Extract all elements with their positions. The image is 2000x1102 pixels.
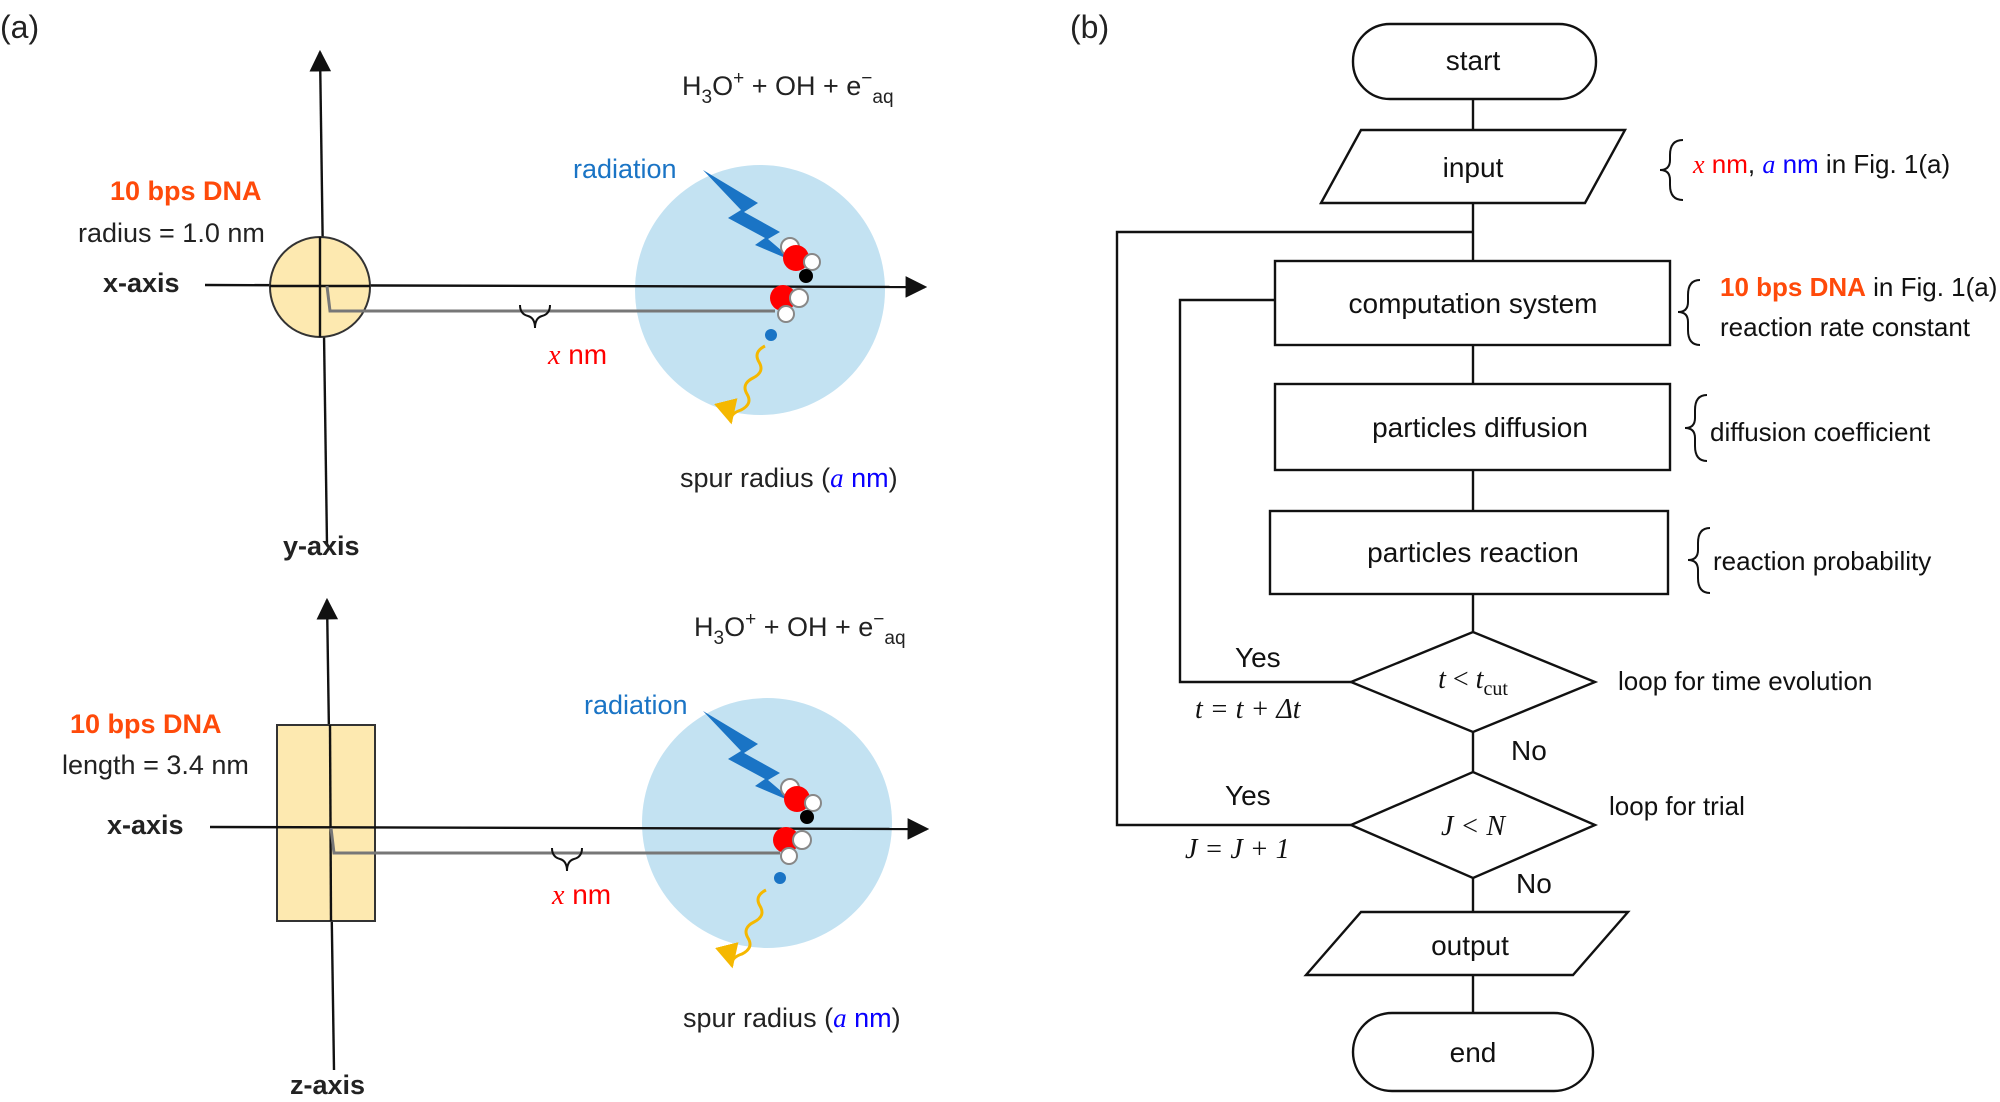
photon-wave-icon	[714, 344, 766, 425]
spur-sphere	[642, 698, 892, 948]
radiation-bolt-icon	[703, 170, 795, 262]
panel-a-label: (a)	[0, 9, 39, 45]
computation-box	[1273, 259, 1672, 347]
x-axis-label: x-axis	[107, 810, 184, 840]
input-brace	[1659, 139, 1684, 201]
trial-loop-label: loop for trial	[1609, 791, 1745, 821]
species-label: H3O+ + OH + e−aq	[694, 609, 906, 649]
trial-decision-diamond	[1347, 770, 1599, 880]
time-decision-label: t < tcut	[1438, 664, 1508, 700]
spur-sphere	[635, 165, 885, 415]
no-time-label: No	[1511, 735, 1547, 766]
dna-radius: radius = 1.0 nm	[78, 218, 265, 248]
computation-note-line2: reaction rate constant	[1720, 312, 1971, 342]
time-loop-label: loop for time evolution	[1618, 666, 1872, 696]
distance-line	[329, 827, 780, 855]
yes-trial-label: Yes	[1225, 780, 1271, 811]
x-axis-line	[209, 818, 930, 840]
solvated-electron-dot	[765, 329, 777, 341]
oxygen-atom	[783, 245, 809, 271]
time-update-label: t = t + Δt	[1195, 694, 1302, 725]
diffusion-box	[1273, 382, 1672, 472]
no-trial-label: No	[1516, 868, 1552, 899]
panel-a-top: x nm 10 bps DNA radius = 1.0 nm x-axis y…	[78, 49, 928, 561]
output-label: output	[1431, 930, 1509, 961]
yes-time-label: Yes	[1235, 642, 1281, 673]
z-axis-label: z-axis	[290, 1070, 365, 1097]
radiation-label: radiation	[584, 690, 688, 720]
output-parallelogram	[1303, 910, 1631, 977]
photon-wave-icon	[715, 888, 767, 969]
dna-rectangle	[276, 724, 376, 922]
spur-radius-label: spur radius (a nm)	[683, 1003, 901, 1033]
time-loop-line	[1178, 298, 1351, 684]
start-label: start	[1446, 45, 1501, 76]
input-note: x nm, a nm in Fig. 1(a)	[1692, 149, 1950, 179]
computation-label: computation system	[1349, 288, 1598, 319]
diffusion-brace	[1684, 394, 1708, 462]
diffusion-note: diffusion coefficient	[1710, 417, 1931, 447]
panel-a-bottom: x nm 10 bps DNA length = 3.4 nm x-axis z…	[62, 597, 930, 1100]
input-label: input	[1443, 152, 1504, 183]
y-axis-label: y-axis	[283, 531, 360, 561]
radiation-label: radiation	[573, 154, 677, 184]
trial-decision-label: J < N	[1441, 811, 1506, 842]
reaction-note: reaction probability	[1713, 546, 1931, 576]
reaction-brace	[1687, 527, 1711, 594]
trial-loop-line	[1115, 230, 1473, 827]
time-decision-diamond	[1347, 630, 1599, 734]
computation-brace	[1677, 279, 1701, 346]
species-label: H3O+ + OH + e−aq	[682, 68, 894, 108]
reaction-box	[1268, 509, 1670, 596]
panel-b-label: (b)	[1070, 9, 1109, 45]
end-terminal	[1351, 1011, 1595, 1093]
x-distance-label: x nm	[547, 339, 607, 371]
diffusion-label: particles diffusion	[1372, 412, 1588, 443]
spur-radius-label: spur radius (a nm)	[680, 463, 898, 493]
start-terminal	[1351, 22, 1598, 101]
dna-length: length = 3.4 nm	[62, 750, 249, 780]
distance-brace	[551, 847, 583, 872]
reaction-label: particles reaction	[1367, 537, 1579, 568]
trial-update-label: J = J + 1	[1185, 834, 1290, 865]
dna-title: 10 bps DNA	[110, 176, 262, 206]
solvated-electron-dot	[774, 872, 786, 884]
input-parallelogram	[1318, 128, 1628, 205]
electron-dot	[800, 810, 814, 824]
distance-brace	[519, 304, 551, 329]
end-label: end	[1450, 1037, 1497, 1068]
radiation-bolt-icon	[703, 711, 795, 803]
computation-note-line1: 10 bps DNA in Fig. 1(a)	[1720, 272, 1997, 302]
electron-dot	[799, 269, 813, 283]
oxygen-atom	[784, 786, 810, 812]
panel-b-flowchart: (b) start input computation system parti…	[1070, 9, 1997, 1093]
dna-title: 10 bps DNA	[70, 709, 222, 739]
x-axis-label: x-axis	[103, 268, 180, 298]
distance-line	[325, 285, 775, 313]
x-distance-label: x nm	[551, 879, 611, 911]
